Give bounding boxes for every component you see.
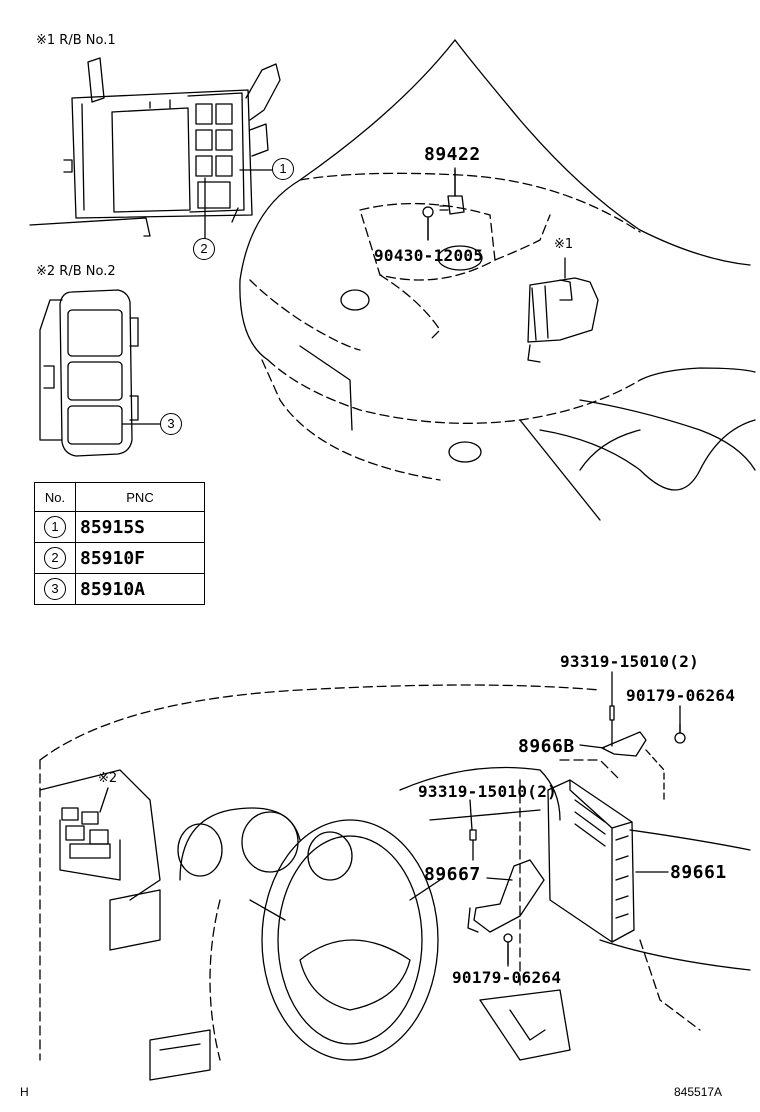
engine-bay-drawing	[239, 39, 756, 521]
footer-left-code: H	[20, 1085, 29, 1099]
dashboard-drawing	[39, 684, 751, 1081]
footer-right-code: 845517A	[674, 1085, 723, 1099]
part-nut-top: 90179-06264	[626, 686, 736, 705]
rb2-marker: ※2	[98, 771, 118, 786]
rb2-caption: ※2 R/B No.2	[36, 264, 116, 279]
row-number: 1	[44, 516, 66, 538]
pnc-table-header: No. PNC	[34, 482, 205, 512]
table-row: 1 85915S	[34, 511, 205, 543]
rb1-caption: ※1 R/B No.1	[36, 33, 116, 48]
callout-1: 1	[272, 158, 294, 180]
part-nut-bottom: 90179-06264	[452, 968, 562, 987]
row-pnc: 85915S	[75, 511, 205, 543]
pnc-table: No. PNC 1 85915S 2 85910F 3 85910A	[34, 482, 205, 605]
part-bracket-upper: 8966B	[518, 736, 575, 757]
callout-2: 2	[193, 238, 215, 260]
part-sensor: 89422	[424, 144, 481, 165]
part-bolt-top: 93319-15010(2)	[560, 652, 700, 671]
relay-block-2-drawing	[39, 289, 161, 457]
row-pnc: 85910F	[75, 542, 205, 574]
relay-block-1-drawing	[29, 57, 281, 239]
table-row: 3 85910A	[34, 573, 205, 605]
row-number: 3	[44, 578, 66, 600]
table-row: 2 85910F	[34, 542, 205, 574]
part-bracket-lower: 89667	[424, 864, 481, 885]
pnc-col-pnc: PNC	[75, 482, 205, 512]
part-bolt-mid: 93319-15010(2)	[418, 782, 558, 801]
row-number: 2	[44, 547, 66, 569]
pnc-col-no: No.	[34, 482, 76, 512]
rb1-marker: ※1	[554, 237, 574, 252]
leader-lines	[427, 169, 681, 965]
callout-3: 3	[160, 413, 182, 435]
part-gasket: 90430-12005	[374, 246, 484, 265]
part-ecu: 89661	[670, 862, 727, 883]
row-pnc: 85910A	[75, 573, 205, 605]
